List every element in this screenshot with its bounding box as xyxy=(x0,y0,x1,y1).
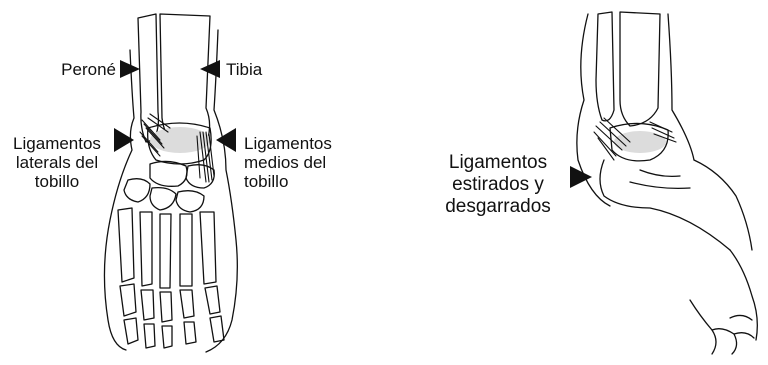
metatarsal-5 xyxy=(199,211,217,285)
arrow-tibia xyxy=(200,60,220,78)
label-tibia: Tibia xyxy=(226,60,263,79)
arrow-perone xyxy=(120,60,140,78)
talus-bone xyxy=(147,122,212,165)
arrow-medial xyxy=(216,128,236,152)
arrow-torn xyxy=(570,166,592,188)
label-perone: Peroné xyxy=(61,60,116,79)
metatarsal-1 xyxy=(117,207,135,283)
medial-ligaments xyxy=(196,131,215,183)
metatarsal-4 xyxy=(179,213,193,287)
front-view-foot xyxy=(103,13,238,353)
side-view-foot xyxy=(576,11,758,355)
talus-shade-side xyxy=(614,131,666,153)
label-torn-ligaments: Ligamentos estirados y desgarrados xyxy=(445,152,551,217)
label-medial-ligaments: Ligamentos medios del tobillo xyxy=(244,134,332,191)
torn-ligaments xyxy=(593,117,677,161)
arrow-lateral xyxy=(114,128,134,152)
label-lateral-ligaments: Ligamentos laterals del tobillo xyxy=(13,134,101,191)
talus-shade xyxy=(150,127,210,153)
metatarsal-3 xyxy=(159,213,172,289)
lateral-ligaments xyxy=(139,113,171,157)
metatarsal-2 xyxy=(139,211,153,287)
pointer-arrows xyxy=(114,60,592,188)
